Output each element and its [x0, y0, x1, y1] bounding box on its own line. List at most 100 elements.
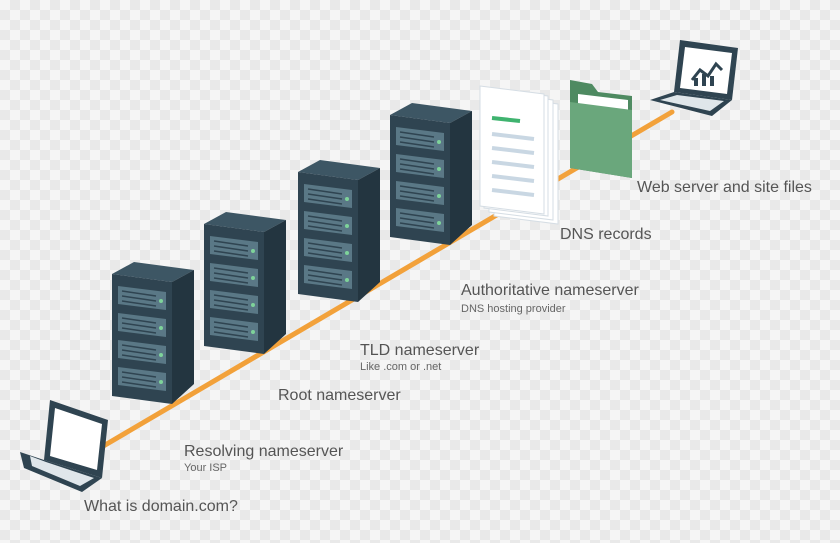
server-led	[251, 303, 255, 307]
server-vent	[213, 321, 249, 328]
laptop-keyboard	[660, 95, 724, 111]
label-webserver: Web server and site files	[637, 179, 812, 196]
label-records: DNS records	[560, 226, 652, 243]
server-vent	[399, 185, 435, 192]
server-vent	[399, 158, 435, 165]
server-led	[437, 167, 441, 171]
server-led	[345, 197, 349, 201]
server-vent	[399, 168, 435, 175]
server-vent	[213, 331, 249, 338]
server-led	[345, 251, 349, 255]
server-led	[159, 353, 163, 357]
laptop-chart-bar	[702, 74, 706, 86]
server-vent	[399, 217, 435, 224]
server-vent	[307, 188, 343, 195]
server-vent	[213, 250, 249, 257]
label-resolver: Resolving nameserver	[184, 443, 344, 460]
root-server-icon	[204, 212, 286, 354]
document-text-line	[491, 174, 535, 183]
server-side	[450, 111, 472, 245]
server-vent	[213, 272, 249, 279]
resolver-server-icon	[112, 262, 194, 404]
server-vent	[121, 317, 157, 324]
server-side	[264, 220, 286, 354]
web-laptop-icon	[650, 40, 738, 116]
server-vent	[121, 371, 157, 378]
label-root: Root nameserver	[278, 387, 401, 404]
server-led	[437, 140, 441, 144]
server-vent	[307, 279, 343, 286]
server-led	[345, 224, 349, 228]
server-vent	[307, 193, 343, 200]
server-vent	[307, 220, 343, 227]
server-vent	[307, 269, 343, 276]
server-vent	[121, 300, 157, 307]
server-vent	[213, 294, 249, 301]
server-led	[251, 249, 255, 253]
folder-icon	[570, 80, 632, 178]
server-led	[251, 330, 255, 334]
server-led	[159, 380, 163, 384]
server-led	[159, 299, 163, 303]
server-top	[298, 160, 380, 180]
server-vent	[307, 274, 343, 281]
document-stack-icon	[479, 85, 559, 225]
server-top	[390, 103, 472, 123]
sublabel-tld: Like .com or .net	[360, 361, 442, 373]
sublabel-resolver: Your ISP	[184, 462, 228, 474]
server-side	[172, 270, 194, 404]
server-led	[251, 276, 255, 280]
server-vent	[399, 141, 435, 148]
server-vent	[121, 381, 157, 388]
server-top	[112, 262, 194, 282]
server-vent	[307, 242, 343, 249]
server-top	[204, 212, 286, 232]
server-vent	[399, 136, 435, 143]
server-vent	[213, 240, 249, 247]
server-vent	[307, 215, 343, 222]
folder-front	[570, 102, 632, 178]
server-vent	[121, 376, 157, 383]
tld-server-icon	[298, 160, 380, 302]
server-vent	[121, 290, 157, 297]
server-vent	[307, 252, 343, 259]
laptop-chart-bar	[710, 76, 714, 86]
sublabel-authoritative: DNS hosting provider	[461, 303, 566, 315]
server-vent	[399, 222, 435, 229]
label-authoritative: Authoritative nameserver	[461, 282, 639, 299]
server-led	[345, 278, 349, 282]
label-tld: TLD nameserver	[360, 342, 480, 359]
server-vent	[213, 299, 249, 306]
laptop-keyboard	[30, 456, 94, 486]
document-accent-line	[491, 116, 521, 123]
authoritative-server-icon	[390, 103, 472, 245]
server-vent	[213, 304, 249, 311]
server-led	[437, 194, 441, 198]
server-vent	[121, 344, 157, 351]
server-vent	[121, 327, 157, 334]
label-client: What is domain.com?	[84, 498, 238, 515]
server-vent	[399, 195, 435, 202]
server-vent	[121, 349, 157, 356]
server-vent	[213, 267, 249, 274]
laptop-chart-line	[690, 61, 724, 81]
laptop-screen	[680, 47, 732, 94]
server-vent	[121, 322, 157, 329]
server-led	[159, 326, 163, 330]
server-vent	[399, 212, 435, 219]
server-vent	[307, 198, 343, 205]
server-vent	[213, 277, 249, 284]
server-vent	[121, 354, 157, 361]
document-text-line	[491, 160, 535, 169]
document-text-line	[491, 132, 535, 141]
laptop-screen	[50, 408, 102, 470]
server-vent	[399, 131, 435, 138]
laptop-chart-bar	[694, 78, 698, 86]
document-text-line	[491, 188, 535, 197]
server-vent	[121, 295, 157, 302]
server-led	[437, 221, 441, 225]
server-side	[358, 168, 380, 302]
server-vent	[213, 326, 249, 333]
document-text-line	[491, 146, 535, 155]
client-laptop-icon	[20, 400, 108, 492]
